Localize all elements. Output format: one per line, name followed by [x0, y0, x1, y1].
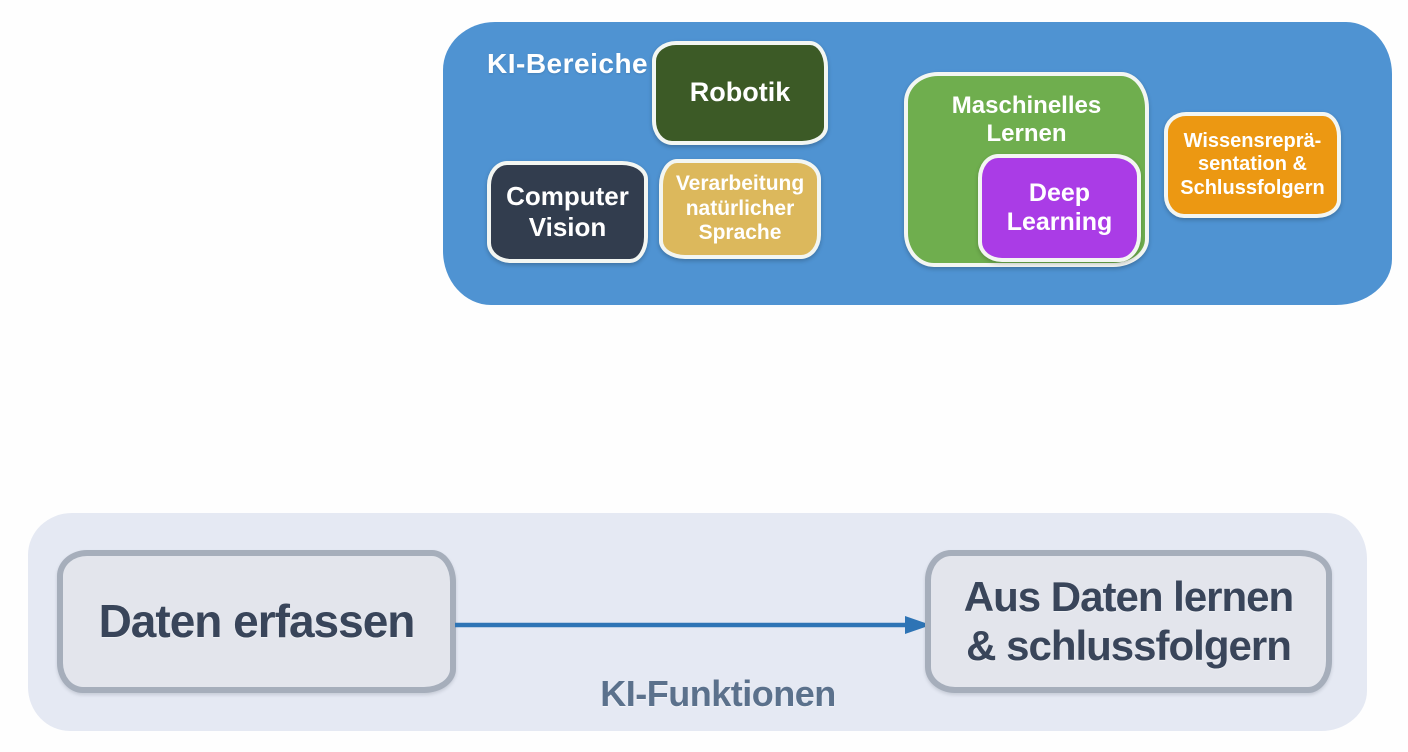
daten-erfassen-box: Daten erfassen — [57, 550, 456, 693]
ki-funktionen-panel: Daten erfassen Aus Daten lernen & schlus… — [28, 513, 1367, 731]
natuerliche-sprache-box: Verarbeitung natürlicher Sprache — [659, 159, 821, 259]
aus-daten-lernen-label: Aus Daten lernen & schlussfolgern — [963, 573, 1294, 669]
maschinelles-lernen-label: Maschinelles Lernen — [951, 92, 1102, 148]
natuerliche-sprache-label: Verarbeitung natürlicher Sprache — [675, 171, 805, 245]
computer-vision-box: Computer Vision — [487, 161, 648, 263]
deep-learning-box: Deep Learning — [978, 154, 1141, 262]
maschinelles-lernen-box: Maschinelles Lernen Deep Learning — [904, 72, 1149, 267]
robotik-label: Robotik — [689, 77, 791, 108]
ki-bereiche-panel: KI-Bereiche Robotik Computer Vision Vera… — [443, 22, 1392, 305]
robotik-box: Robotik — [652, 41, 828, 145]
ki-bereiche-title: KI-Bereiche — [487, 48, 649, 79]
ki-funktionen-title: KI-Funktionen — [600, 673, 836, 714]
wissensrepraesentation-label: Wissensreprä- sentation & Schlussfolgern — [1180, 129, 1325, 199]
computer-vision-label: Computer Vision — [506, 181, 629, 242]
deep-learning-label: Deep Learning — [1006, 178, 1113, 237]
aus-daten-lernen-box: Aus Daten lernen & schlussfolgern — [925, 550, 1332, 693]
wissensrepraesentation-box: Wissensreprä- sentation & Schlussfolgern — [1164, 112, 1341, 218]
flow-arrow-icon — [455, 616, 931, 634]
daten-erfassen-label: Daten erfassen — [98, 595, 416, 648]
